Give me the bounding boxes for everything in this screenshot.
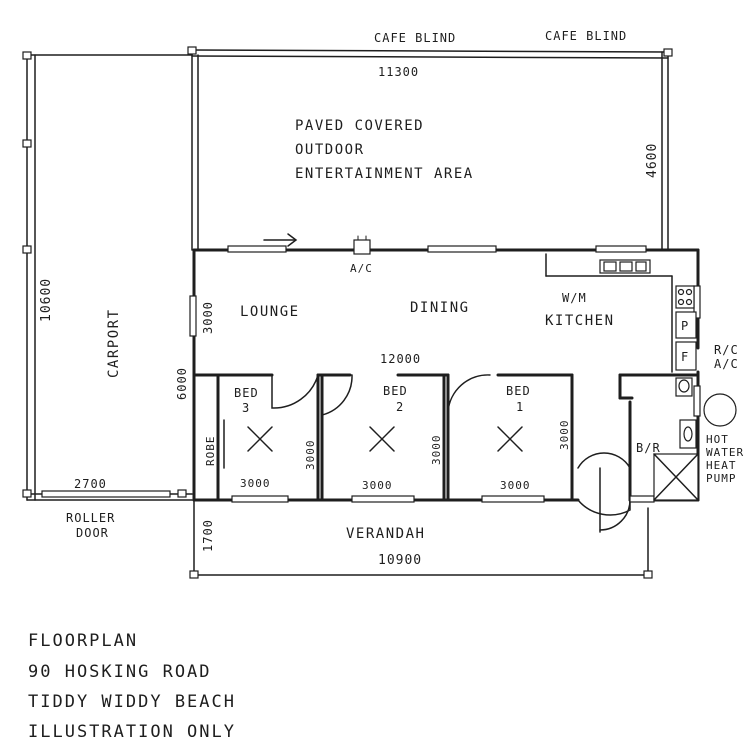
hot-water-label-2: WATER xyxy=(706,446,744,459)
outdoor-label-line2: OUTDOOR xyxy=(295,142,365,158)
bed1-label-b: 1 xyxy=(516,400,524,414)
bathroom-label: B/R xyxy=(636,441,661,455)
dim-3000-bed3-h: 3000 xyxy=(240,477,271,490)
doors xyxy=(271,374,631,533)
dim-11300: 11300 xyxy=(378,65,419,79)
hot-water-tank xyxy=(703,393,737,427)
carport-label: CARPORT xyxy=(106,308,122,378)
fridge-label: F xyxy=(681,350,689,364)
dim-10900: 10900 xyxy=(378,553,422,568)
caption-line3: TIDDY WIDDY BEACH xyxy=(28,692,236,712)
wm-label: W/M xyxy=(562,291,587,305)
dim-4600: 4600 xyxy=(645,143,660,178)
outdoor-area-outline xyxy=(187,46,673,251)
dim-1700: 1700 xyxy=(201,519,215,552)
dim-3000-bed1-h: 3000 xyxy=(500,479,531,492)
outdoor-label-line3: ENTERTAINMENT AREA xyxy=(295,166,474,182)
dim-3000-lounge: 3000 xyxy=(201,301,215,334)
dim-3000-bed1-v: 3000 xyxy=(558,420,571,451)
dim-6000: 6000 xyxy=(175,367,189,400)
dining-label: DINING xyxy=(410,300,470,316)
roller-door-label-1: ROLLER xyxy=(66,511,115,525)
kitchen-fixtures xyxy=(545,253,697,373)
roller-door xyxy=(41,490,171,498)
cafe-blind-label-2: CAFE BLIND xyxy=(545,29,627,43)
dim-2700: 2700 xyxy=(74,477,107,491)
bed2-label-a: BED xyxy=(383,384,408,398)
dim-10600: 10600 xyxy=(39,278,54,322)
outdoor-label-line1: PAVED COVERED xyxy=(295,118,424,134)
bed3-label-a: BED xyxy=(234,386,259,400)
caption-line1: FLOORPLAN xyxy=(28,631,138,651)
dim-3000-bed2-h: 3000 xyxy=(362,479,393,492)
ac-unit xyxy=(353,239,371,255)
pantry-label: P xyxy=(681,319,689,333)
bed-markers xyxy=(247,426,523,452)
bed1-label-a: BED xyxy=(506,384,531,398)
caption-line2: 90 HOSKING ROAD xyxy=(28,662,212,682)
hot-water-label-4: PUMP xyxy=(706,472,737,485)
bed2-label-b: 2 xyxy=(396,400,404,414)
dim-3000-bed3-v: 3000 xyxy=(304,440,317,471)
rc-ac-label-1: R/C xyxy=(714,343,739,357)
ac-label: A/C xyxy=(350,262,373,275)
hot-water-label-1: HOT xyxy=(706,433,729,446)
verandah-label: VERANDAH xyxy=(346,526,425,542)
windows xyxy=(189,233,701,503)
house-walls xyxy=(192,248,700,502)
rc-ac-label-2: A/C xyxy=(714,357,739,371)
hot-water-label-3: HEAT xyxy=(706,459,737,472)
robe-label: ROBE xyxy=(204,436,217,467)
kitchen-label: KITCHEN xyxy=(545,313,615,329)
dim-3000-bed2-v: 3000 xyxy=(430,435,443,466)
pantry-box xyxy=(675,311,697,339)
fridge-box xyxy=(675,341,697,371)
bathroom-fixtures xyxy=(653,377,737,501)
caption-line4: ILLUSTRATION ONLY xyxy=(28,722,236,742)
carport-outline xyxy=(22,51,193,501)
lounge-label: LOUNGE xyxy=(240,304,300,320)
verandah-outline xyxy=(189,499,653,579)
roller-door-label-2: DOOR xyxy=(76,526,109,540)
dim-12000: 12000 xyxy=(380,352,421,366)
bed3-label-b: 3 xyxy=(242,401,250,415)
cooktop xyxy=(675,285,695,309)
cafe-blind-label-1: CAFE BLIND xyxy=(374,31,456,45)
